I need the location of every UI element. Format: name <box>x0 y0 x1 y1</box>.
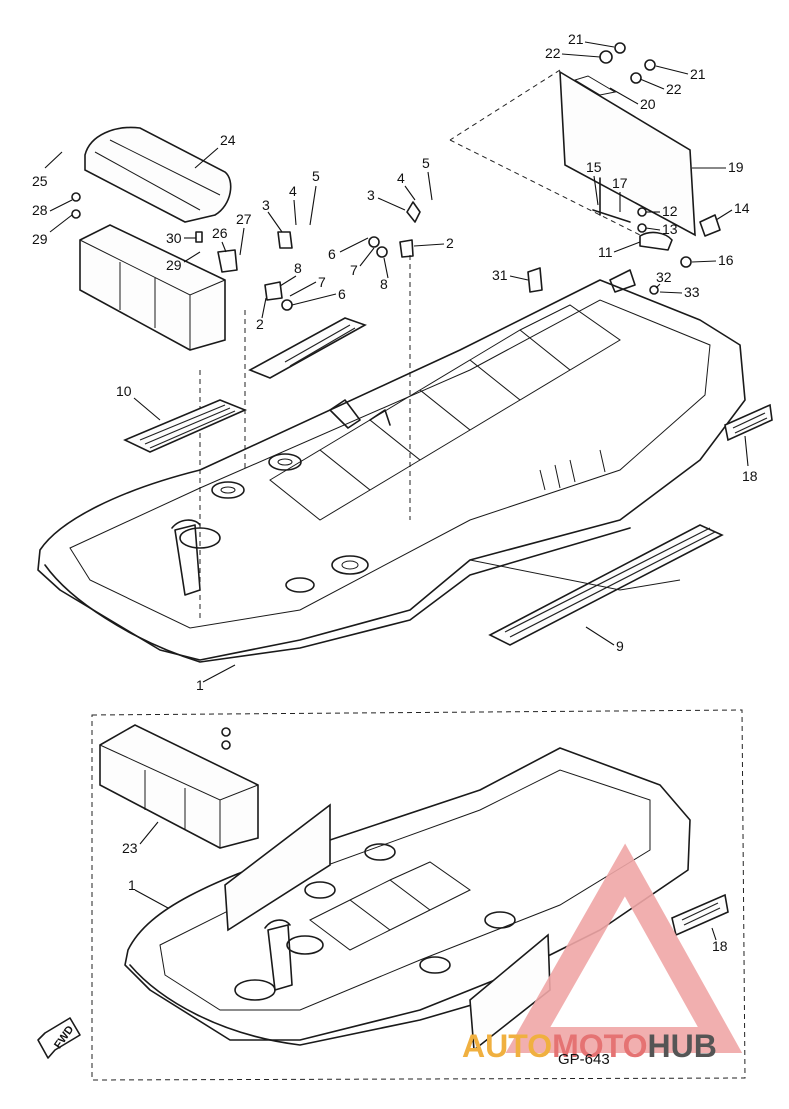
mount-discs-lower <box>234 843 516 1001</box>
callout-29b: 29 <box>166 257 182 273</box>
callout-30: 30 <box>166 230 182 246</box>
badge-18-lower <box>671 893 729 937</box>
hardware-upper <box>71 42 721 311</box>
lattice-upper <box>269 304 621 521</box>
callout-26: 26 <box>212 225 228 241</box>
watermark-part2: MOTO <box>552 1028 647 1064</box>
chassis-rim-upper <box>44 527 631 663</box>
callout-8a: 8 <box>380 276 388 292</box>
callout-1b: 1 <box>128 877 136 893</box>
callout-3b: 3 <box>367 187 375 203</box>
callout-12: 12 <box>662 203 678 219</box>
guide-lines-upper <box>199 69 641 620</box>
callout-21b: 21 <box>690 66 706 82</box>
callout-7b: 7 <box>318 274 326 290</box>
callout-4b: 4 <box>397 170 405 186</box>
callout-25: 25 <box>32 173 48 189</box>
callout-2a: 2 <box>446 235 454 251</box>
lever-upper <box>329 399 391 429</box>
callout-20: 20 <box>640 96 656 112</box>
callout-33: 33 <box>684 284 700 300</box>
storage-box-upper <box>79 224 226 351</box>
upper-assembly <box>37 42 773 663</box>
callout-5a: 5 <box>312 168 320 184</box>
callout-22a: 22 <box>545 45 561 61</box>
chassis-pan-upper <box>37 279 746 661</box>
callout-22b: 22 <box>666 81 682 97</box>
chassis-rim-lower <box>129 964 541 1046</box>
callout-11: 11 <box>598 244 613 260</box>
callout-17: 17 <box>612 175 628 191</box>
screw-lower <box>221 727 231 737</box>
callout-28: 28 <box>32 202 48 218</box>
watermark: AUTOMOTOHUB <box>462 843 743 1064</box>
callout-32: 32 <box>656 269 672 285</box>
lattice-lower <box>309 861 471 951</box>
callout-4a: 4 <box>289 183 297 199</box>
callout-8b: 8 <box>294 260 302 276</box>
callout-6a: 6 <box>328 246 336 262</box>
footrest-10 <box>123 399 248 453</box>
callout-9: 9 <box>616 638 624 654</box>
callout-19: 19 <box>728 159 744 175</box>
watermark-text: AUTOMOTOHUB <box>462 1028 717 1064</box>
chassis-inner-upper <box>69 299 711 629</box>
fwd-arrow: FWD <box>37 1017 81 1059</box>
chassis-inner-lower <box>159 769 651 1011</box>
callout-3a: 3 <box>262 197 270 213</box>
runner-strip-upper <box>248 317 367 379</box>
footrest-9 <box>488 524 724 646</box>
lower-frame <box>91 709 746 1081</box>
steering-post-lower <box>264 919 293 991</box>
mount-discs-upper <box>179 453 369 593</box>
callout-16: 16 <box>718 252 734 268</box>
callout-18a: 18 <box>742 468 758 484</box>
callout-31: 31 <box>492 267 508 283</box>
callout-29a: 29 <box>32 231 48 247</box>
badge-18-upper <box>724 403 773 442</box>
callouts: 21 22 21 22 20 19 24 25 28 29 30 29 <box>32 31 758 954</box>
callout-6b: 6 <box>338 286 346 302</box>
callout-23: 23 <box>122 840 138 856</box>
callout-10: 10 <box>116 383 132 399</box>
callout-2b: 2 <box>256 316 264 332</box>
callout-14: 14 <box>734 200 750 216</box>
watermark-part1: AUTO <box>462 1028 552 1064</box>
watermark-triangle <box>505 843 743 1053</box>
watermark-part3: HUB <box>647 1028 716 1064</box>
fwd-label: FWD <box>52 1024 76 1051</box>
slots-upper <box>539 449 606 491</box>
callout-21a: 21 <box>568 31 584 47</box>
storage-box-23 <box>99 724 259 849</box>
callout-1a: 1 <box>196 677 204 693</box>
callout-7a: 7 <box>350 262 358 278</box>
callout-18b: 18 <box>712 938 728 954</box>
seat-cover-24 <box>84 126 232 223</box>
backing-panel-lower <box>224 803 331 932</box>
rear-plate-19 <box>559 70 696 237</box>
drawing-code: GP-643 <box>558 1051 610 1068</box>
callout-5b: 5 <box>422 155 430 171</box>
callout-24: 24 <box>220 132 236 148</box>
callout-15: 15 <box>586 159 602 175</box>
lower-assembly: FWD <box>37 709 746 1081</box>
callout-27: 27 <box>236 211 252 227</box>
callout-13: 13 <box>662 221 678 237</box>
